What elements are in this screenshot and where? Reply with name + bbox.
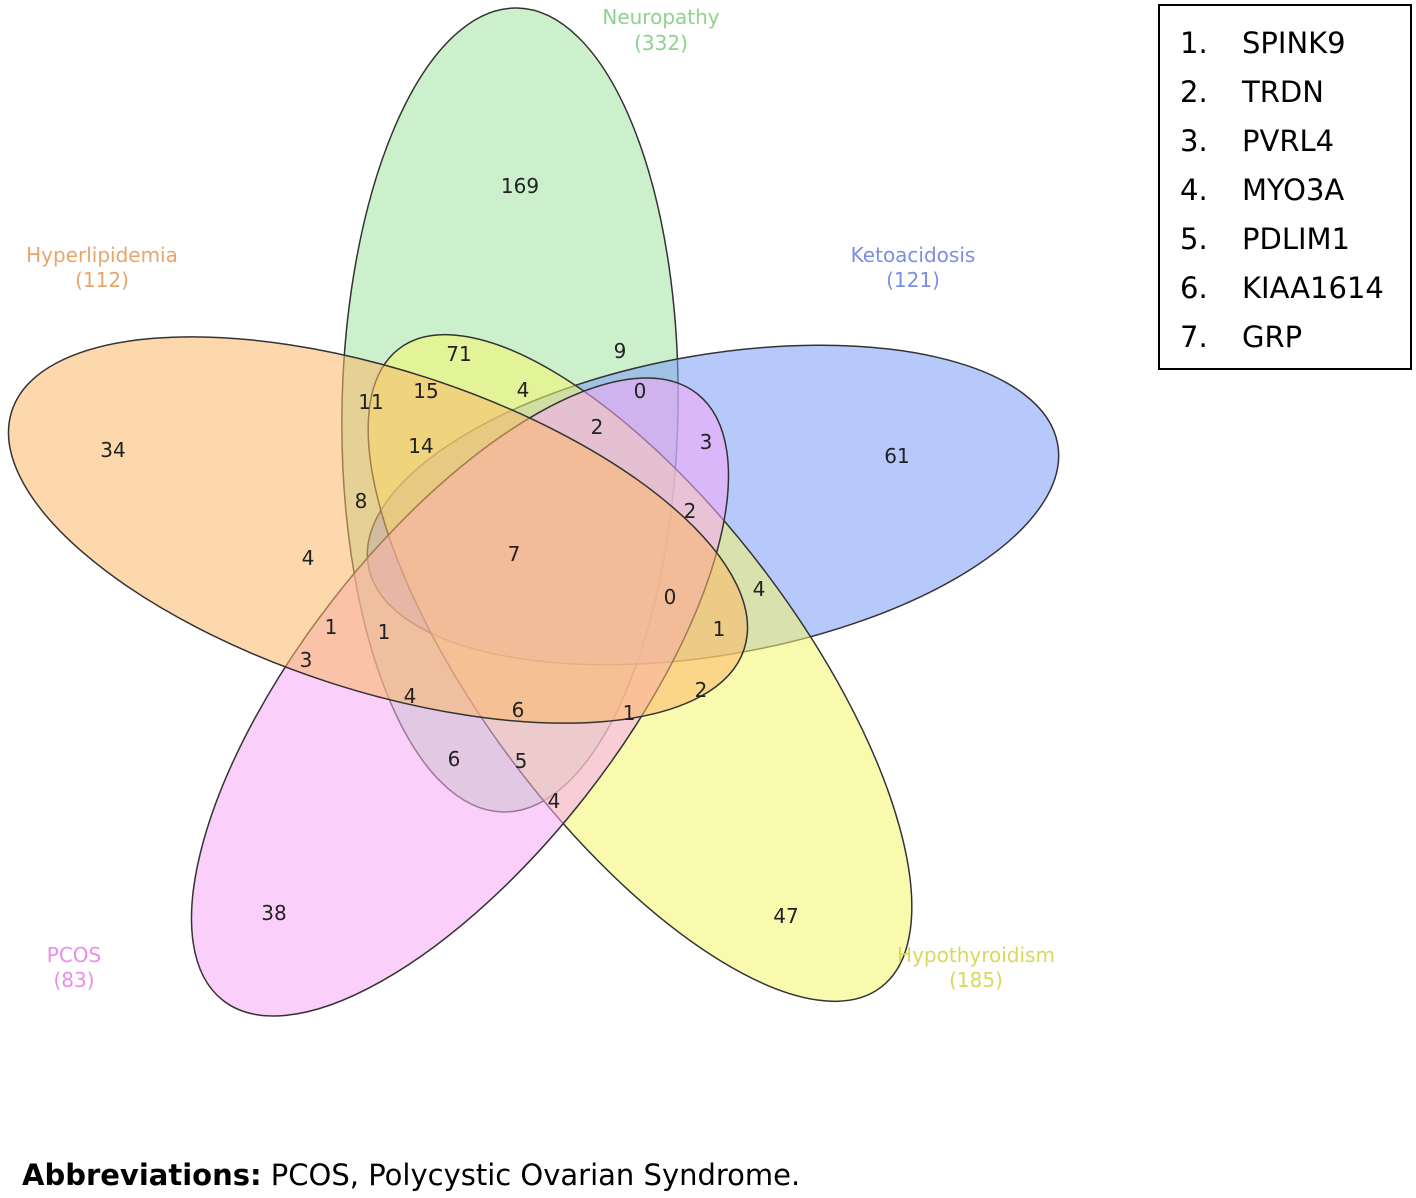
gene-list-item: 2. TRDN bbox=[1180, 75, 1324, 109]
region-count: 1 bbox=[713, 617, 726, 641]
region-count: 4 bbox=[302, 546, 315, 570]
region-count: 4 bbox=[753, 577, 766, 601]
set-count-ketoacidosis: (121) bbox=[886, 268, 940, 292]
region-count: 8 bbox=[355, 489, 368, 513]
region-count: 71 bbox=[446, 342, 471, 366]
set-count-neuropathy: (332) bbox=[634, 31, 688, 55]
gene-name: KIAA1614 bbox=[1242, 271, 1384, 305]
region-count: 5 bbox=[515, 749, 528, 773]
gene-number: 2. bbox=[1180, 75, 1208, 109]
set-name-hypothyroidism: Hypothyroidism bbox=[897, 943, 1055, 967]
gene-number: 1. bbox=[1180, 26, 1208, 60]
gene-number: 5. bbox=[1180, 222, 1208, 256]
region-count: 15 bbox=[413, 379, 438, 403]
ellipse-hyperlipidemia bbox=[7, 336, 749, 724]
region-count: 4 bbox=[548, 789, 561, 813]
region-count: 2 bbox=[695, 678, 708, 702]
set-name-hyperlipidemia: Hyperlipidemia bbox=[26, 243, 178, 267]
region-count: 1 bbox=[378, 620, 391, 644]
gene-list-item: 6. KIAA1614 bbox=[1180, 271, 1384, 305]
region-count: 38 bbox=[261, 901, 286, 925]
region-count: 2 bbox=[684, 499, 697, 523]
region-count: 0 bbox=[664, 585, 677, 609]
gene-name: GRP bbox=[1242, 320, 1303, 354]
footnote: Abbreviations: PCOS, Polycystic Ovarian … bbox=[22, 1158, 800, 1192]
gene-number: 3. bbox=[1180, 124, 1208, 158]
set-count-pcos: (83) bbox=[53, 968, 94, 992]
region-count: 6 bbox=[512, 698, 525, 722]
gene-list-item: 3. PVRL4 bbox=[1180, 124, 1334, 158]
gene-list-item: 7. GRP bbox=[1180, 320, 1302, 354]
gene-list-item: 4. MYO3A bbox=[1180, 173, 1344, 207]
gene-name: MYO3A bbox=[1242, 173, 1345, 207]
gene-number: 4. bbox=[1180, 173, 1208, 207]
gene-name: TRDN bbox=[1242, 75, 1324, 109]
region-count: 4 bbox=[404, 684, 417, 708]
venn-diagram: Neuropathy (332) Ketoacidosis (121) Hypo… bbox=[7, 5, 1060, 1017]
set-name-pcos: PCOS bbox=[47, 943, 101, 967]
region-count: 2 bbox=[591, 415, 604, 439]
region-count: 1 bbox=[623, 701, 636, 725]
region-count: 169 bbox=[501, 174, 539, 198]
region-count: 11 bbox=[358, 390, 383, 414]
region-count: 3 bbox=[700, 430, 713, 454]
gene-list-item: 1. SPINK9 bbox=[1180, 26, 1346, 60]
gene-name: SPINK9 bbox=[1242, 26, 1346, 60]
region-count: 47 bbox=[773, 904, 798, 928]
region-count: 4 bbox=[517, 378, 530, 402]
footnote-label: Abbreviations: bbox=[22, 1158, 262, 1192]
gene-name: PDLIM1 bbox=[1242, 222, 1350, 256]
region-count: 1 bbox=[325, 615, 338, 639]
region-count: 6 bbox=[448, 747, 461, 771]
gene-list-box: 1. SPINK9 2. TRDN 3. PVRL4 4. MYO3A 5. PDLIM1… bbox=[1158, 4, 1412, 370]
region-counts: 169 9 0 3 71 4 2 61 11 15 14 2 34 8 4 7 … bbox=[100, 174, 909, 928]
region-count: 3 bbox=[300, 648, 313, 672]
gene-list-item: 5. PDLIM1 bbox=[1180, 222, 1350, 256]
region-count: 34 bbox=[100, 438, 125, 462]
region-count: 9 bbox=[614, 339, 627, 363]
set-count-hyperlipidemia: (112) bbox=[75, 268, 129, 292]
set-count-hypothyroidism: (185) bbox=[949, 968, 1003, 992]
footnote-text: PCOS, Polycystic Ovarian Syndrome. bbox=[261, 1158, 801, 1192]
gene-number: 7. bbox=[1180, 320, 1208, 354]
region-count: 0 bbox=[634, 379, 647, 403]
gene-number: 6. bbox=[1180, 271, 1208, 305]
region-count: 7 bbox=[508, 542, 521, 566]
region-count: 14 bbox=[408, 434, 433, 458]
set-name-ketoacidosis: Ketoacidosis bbox=[851, 243, 976, 267]
region-count: 61 bbox=[884, 444, 909, 468]
gene-name: PVRL4 bbox=[1242, 124, 1335, 158]
set-name-neuropathy: Neuropathy bbox=[602, 5, 719, 29]
